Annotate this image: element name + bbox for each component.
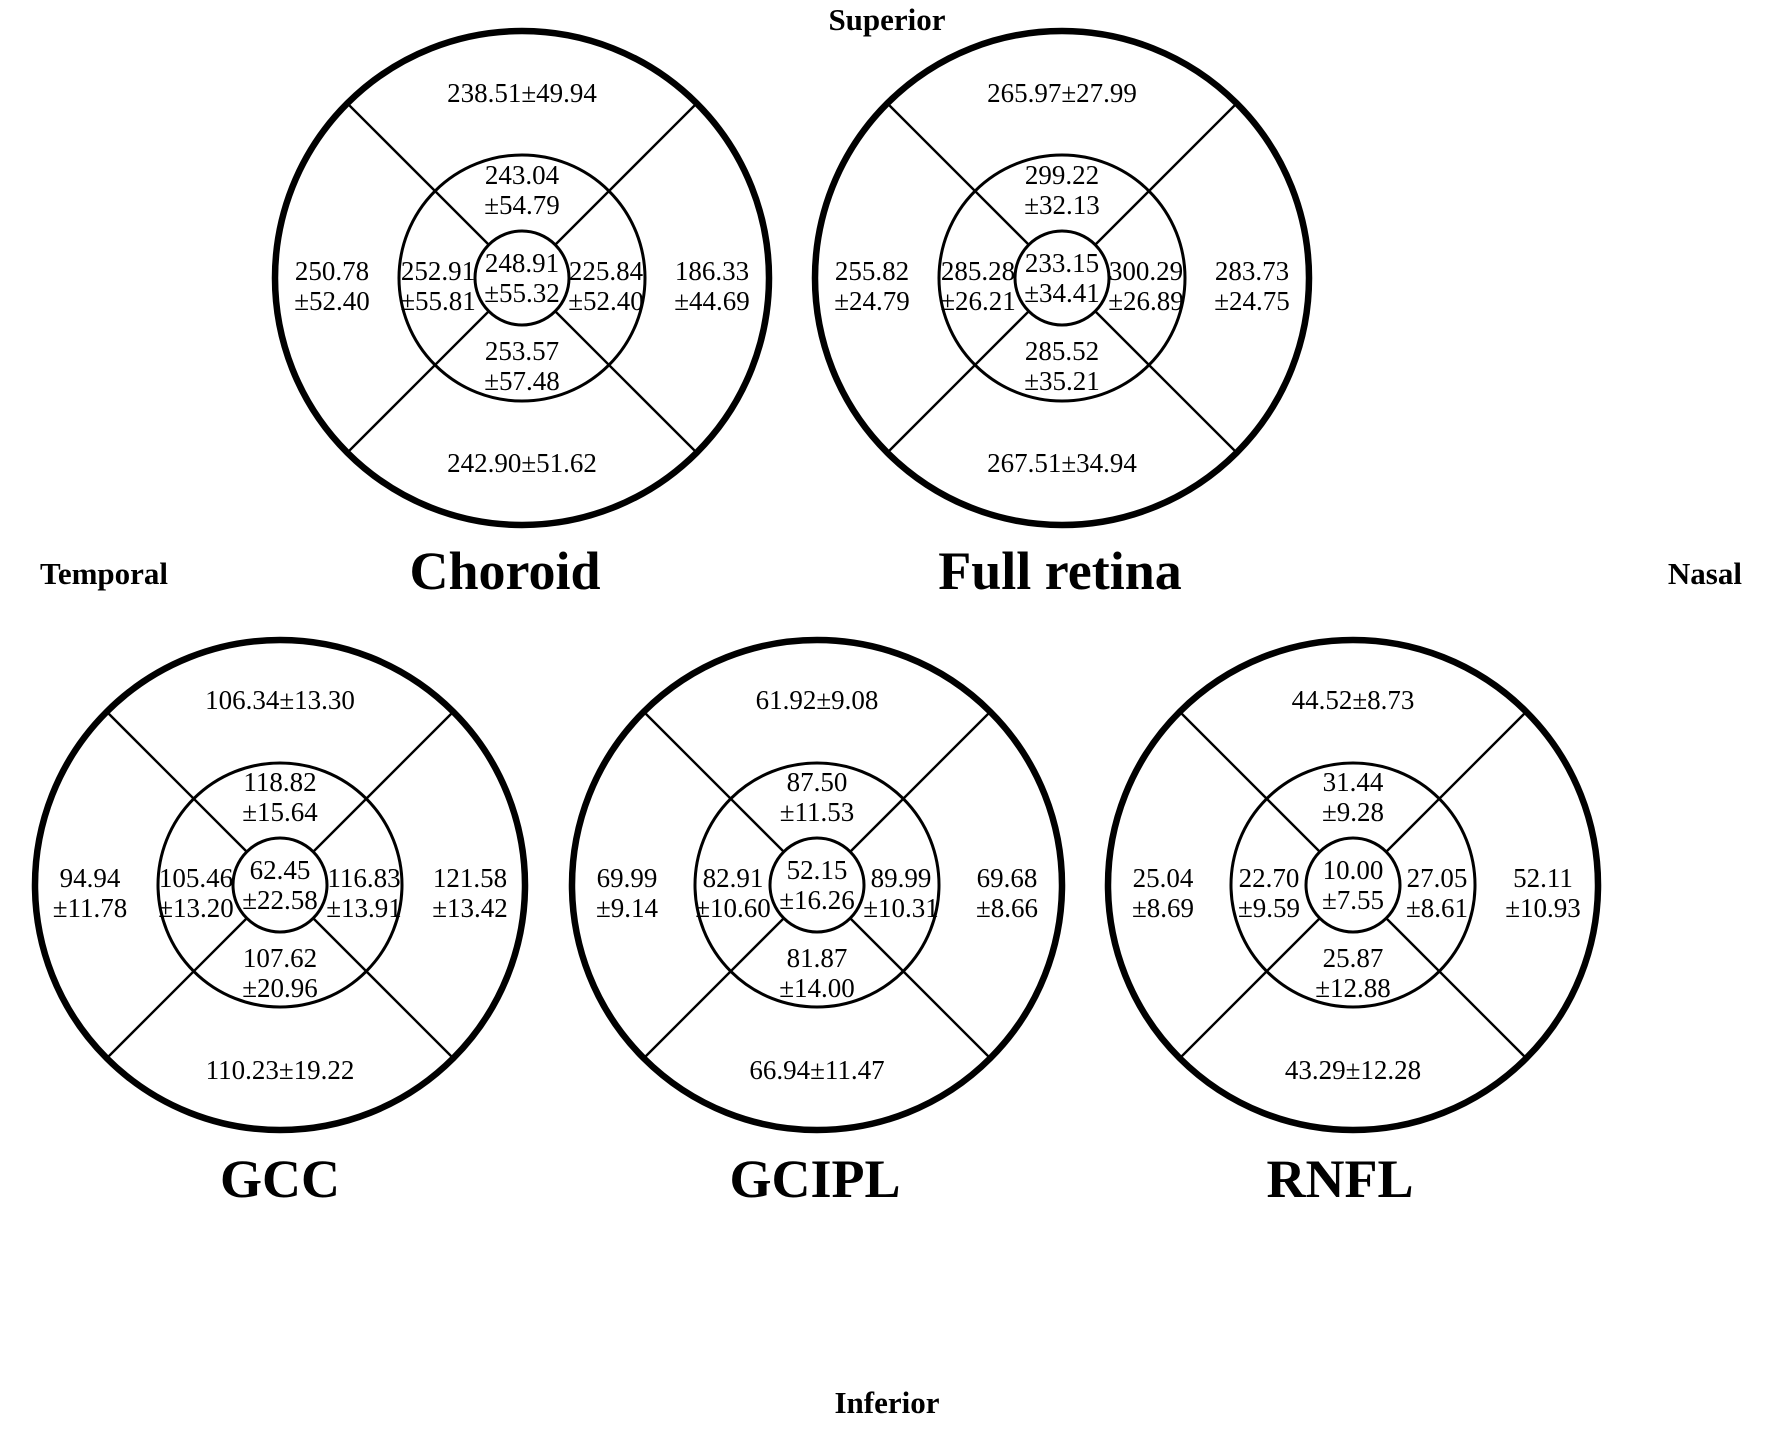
sector-divider xyxy=(1178,710,1321,853)
sector-divider xyxy=(886,310,1030,454)
sector-divider xyxy=(554,310,698,454)
center-disc-circle xyxy=(1013,229,1111,327)
chart-title-choroid: Choroid xyxy=(409,541,601,601)
chart-title-gcipl: GCIPL xyxy=(729,1149,901,1209)
center-disc-circle xyxy=(1304,836,1402,934)
sector-divider xyxy=(642,710,785,853)
sector-divider xyxy=(1094,102,1238,246)
sector-divider xyxy=(105,710,248,853)
orientation-label-superior: Superior xyxy=(828,2,946,37)
chart-title-gcc: GCC xyxy=(220,1149,340,1209)
sector-divider xyxy=(554,102,698,246)
center-disc-circle xyxy=(473,229,571,327)
sector-divider xyxy=(642,917,785,1060)
sector-divider xyxy=(1385,917,1528,1060)
sector-divider xyxy=(849,917,992,1060)
sector-divider xyxy=(312,917,455,1060)
orientation-label-temporal: Temporal xyxy=(40,556,169,591)
inner-ring-circle xyxy=(1229,761,1477,1009)
center-disc-circle xyxy=(231,836,329,934)
sector-divider xyxy=(312,710,455,853)
center-disc-circle xyxy=(768,836,866,934)
sector-divider xyxy=(105,917,248,1060)
sector-divider xyxy=(1178,917,1321,1060)
orientation-label-nasal: Nasal xyxy=(1667,556,1742,591)
chart-title-rnfl: RNFL xyxy=(1266,1149,1414,1209)
sector-divider xyxy=(1385,710,1528,853)
orientation-label-inferior: Inferior xyxy=(834,1385,940,1420)
inner-ring-circle xyxy=(156,761,404,1009)
inner-ring-circle xyxy=(397,153,647,403)
sector-divider xyxy=(346,102,490,246)
chart-title-full-retina: Full retina xyxy=(938,541,1182,601)
sector-divider xyxy=(346,310,490,454)
sector-divider xyxy=(1094,310,1238,454)
sector-divider xyxy=(849,710,992,853)
inner-ring-circle xyxy=(937,153,1187,403)
sector-divider xyxy=(886,102,1030,246)
inner-ring-circle xyxy=(693,761,941,1009)
